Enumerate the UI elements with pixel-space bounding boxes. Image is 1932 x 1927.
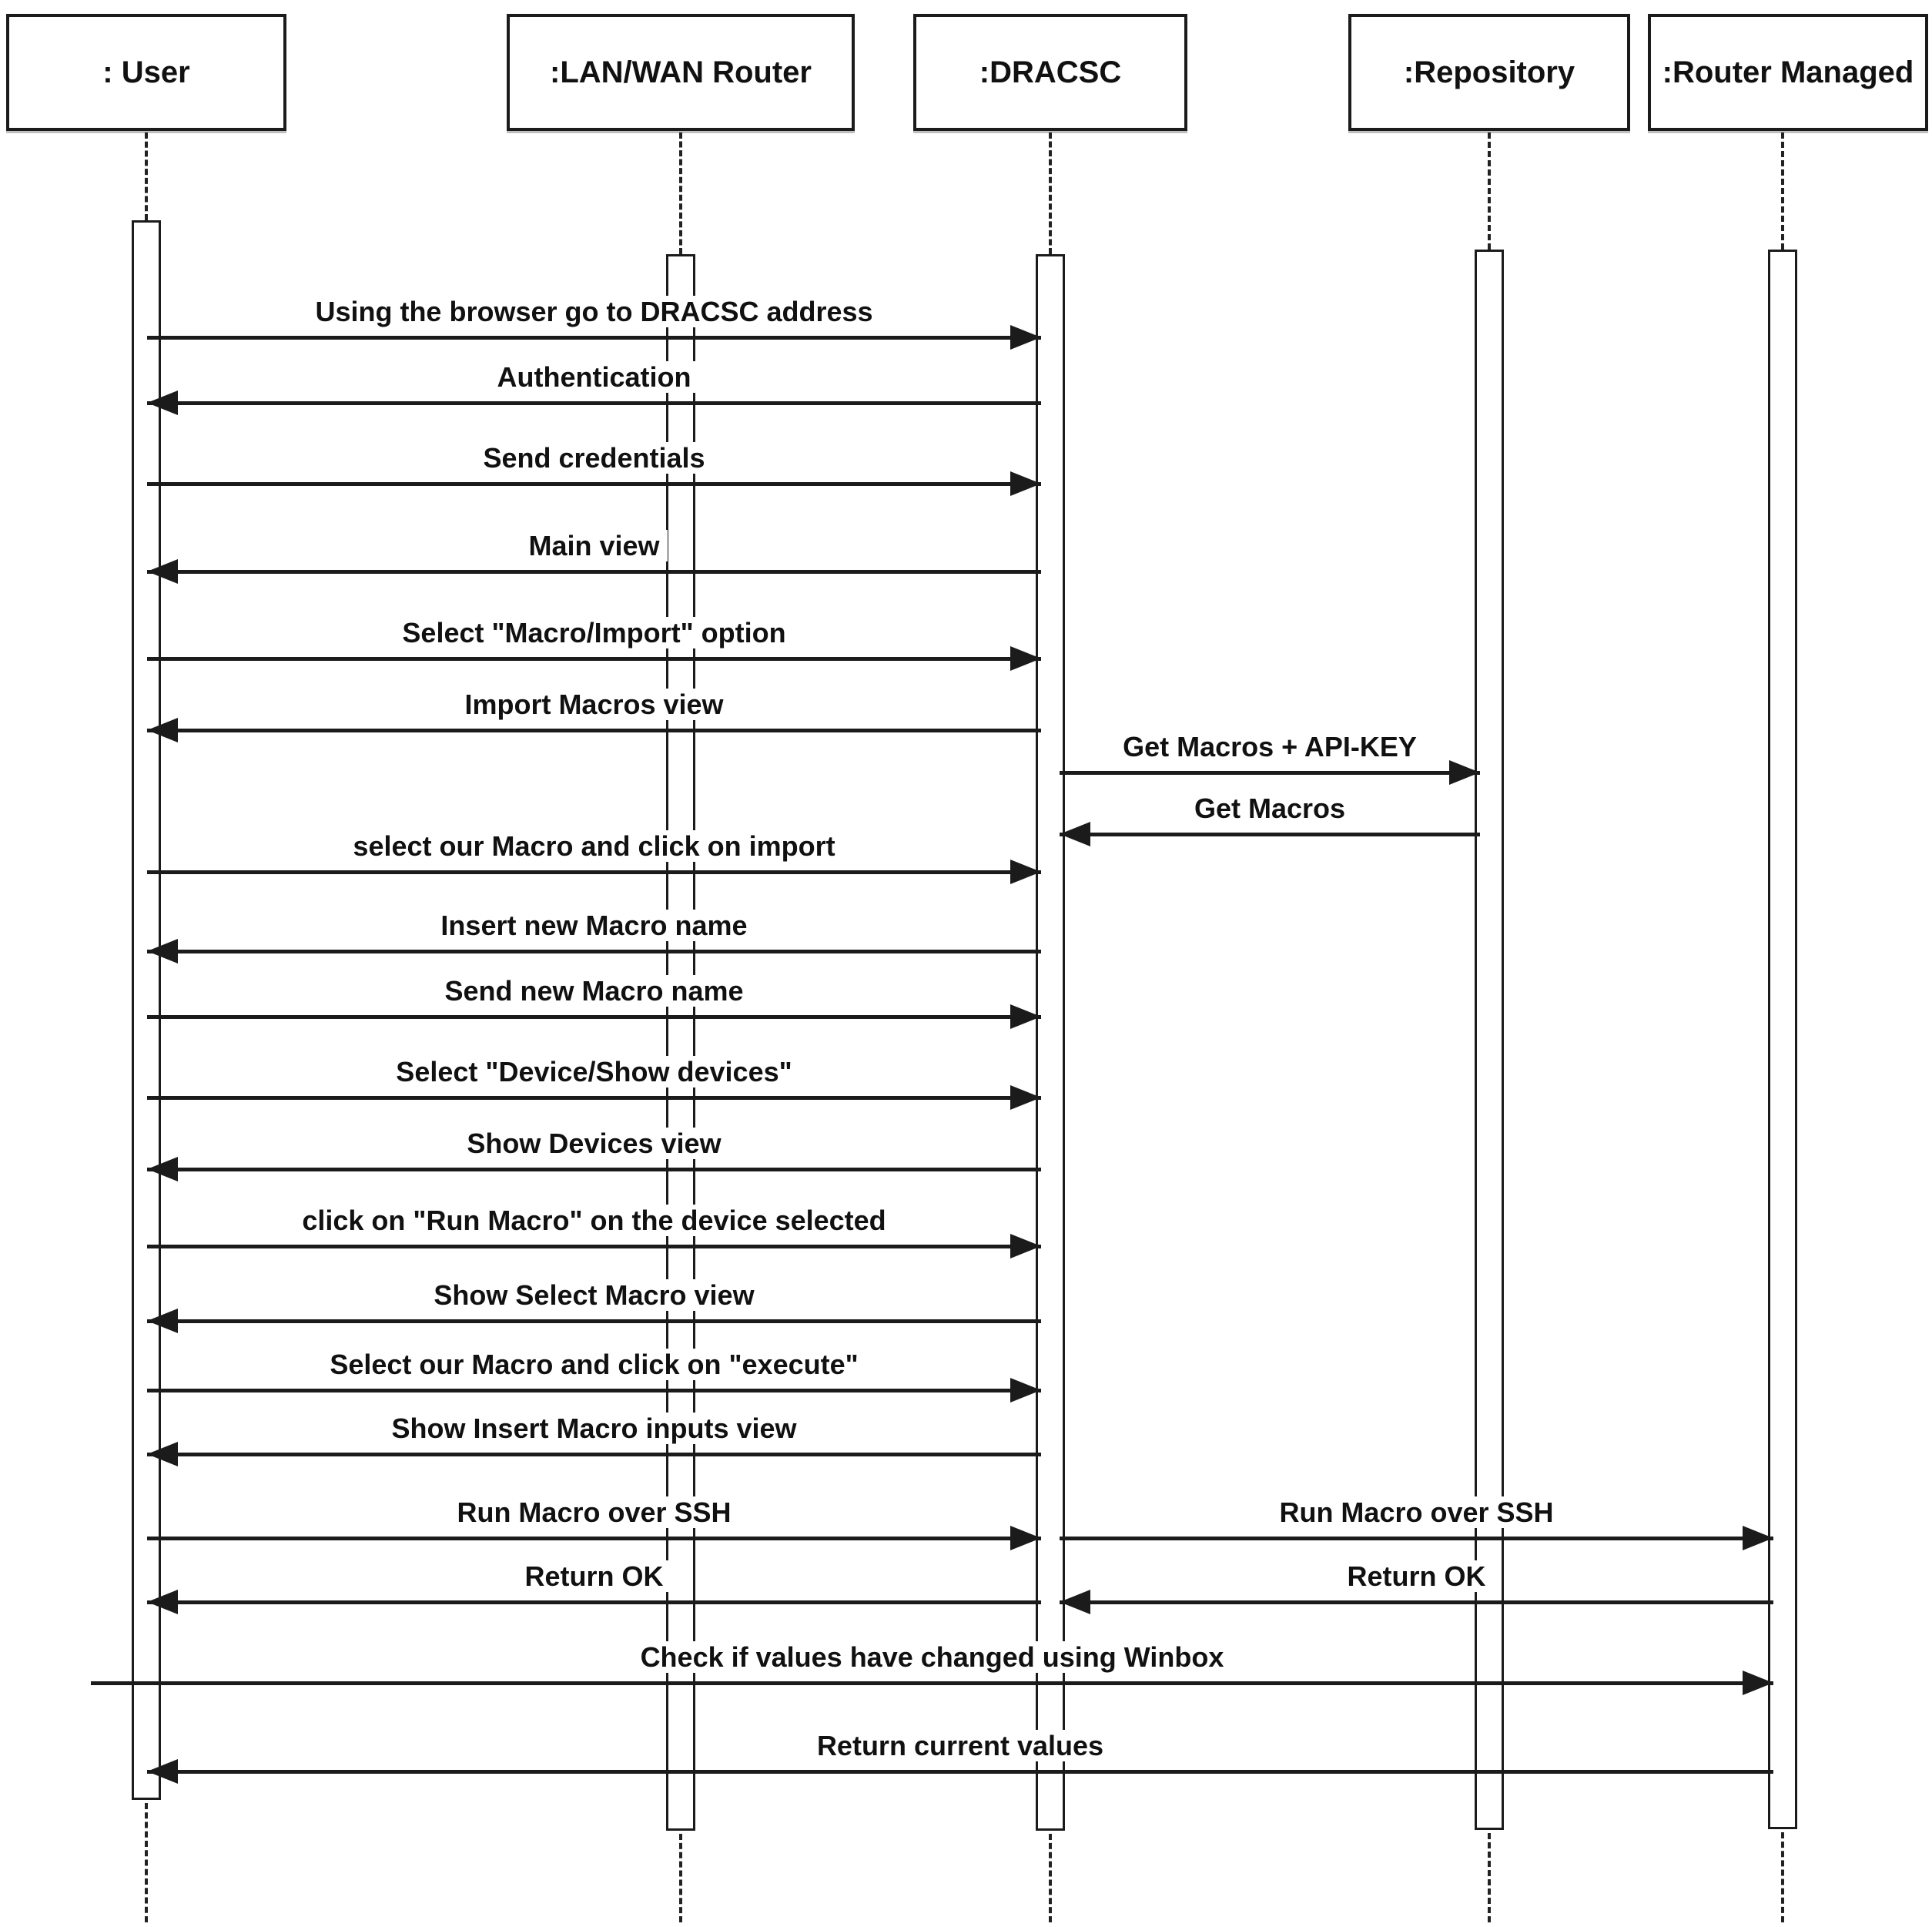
message-arrow-line [1060, 1537, 1773, 1540]
arrowhead-icon [147, 390, 178, 415]
message-arrow-line [147, 1096, 1041, 1100]
participant-label: : User [102, 55, 190, 89]
message-label: Send new Macro name [437, 975, 752, 1007]
message-label: Run Macro over SSH [1271, 1496, 1562, 1529]
lifeline-bottom-user [145, 1803, 148, 1922]
message-arrow-line [147, 1168, 1041, 1171]
arrowhead-icon [1743, 1671, 1773, 1695]
lifeline-bottom-router_managed [1781, 1832, 1784, 1922]
message-label: select our Macro and click on import [345, 830, 843, 863]
arrowhead-icon [1060, 1590, 1090, 1614]
message-label: Run Macro over SSH [449, 1496, 739, 1529]
arrowhead-icon [1010, 1234, 1041, 1258]
message-label: Send credentials [475, 442, 713, 474]
participant-label: :DRACSC [979, 55, 1122, 89]
arrowhead-icon [147, 1157, 178, 1181]
arrowhead-icon [147, 1442, 178, 1466]
lifeline-top-router_managed [1781, 132, 1784, 250]
activation-bar-router_managed [1768, 250, 1797, 1829]
message-arrow-line [147, 1770, 1773, 1774]
message-label: Authentication [489, 361, 699, 394]
arrowhead-icon [147, 1309, 178, 1333]
participant-label: :Router Managed [1662, 55, 1914, 89]
message-arrow-line [147, 657, 1041, 661]
lifeline-bottom-lanwan [679, 1834, 682, 1922]
participant-box-router_managed: :Router Managed [1648, 14, 1928, 131]
message-arrow-line [1060, 1600, 1773, 1604]
message-label: Show Insert Macro inputs view [383, 1413, 805, 1445]
participant-label: :Repository [1403, 55, 1575, 89]
message-label: Get Macros [1186, 793, 1354, 825]
message-arrow-line [91, 1681, 1773, 1685]
message-arrow-line [147, 401, 1041, 405]
participant-box-repository: :Repository [1348, 14, 1630, 131]
message-label: Return OK [1339, 1560, 1494, 1593]
arrowhead-icon [147, 1759, 178, 1784]
participant-box-user: : User [6, 14, 286, 131]
message-arrow-line [1060, 771, 1480, 775]
arrowhead-icon [1449, 760, 1480, 785]
arrowhead-icon [147, 939, 178, 964]
message-label: Main view [521, 530, 668, 562]
activation-bar-dracsc [1036, 254, 1065, 1831]
participant-box-dracsc: :DRACSC [913, 14, 1187, 131]
arrowhead-icon [1060, 822, 1090, 846]
arrowhead-icon [1010, 646, 1041, 671]
lifeline-top-user [145, 132, 148, 220]
message-arrow-line [147, 336, 1041, 340]
arrowhead-icon [147, 718, 178, 742]
lifeline-top-repository [1488, 132, 1491, 250]
participant-label: :LAN/WAN Router [550, 55, 812, 89]
message-arrow-line [147, 1389, 1041, 1392]
message-label: Import Macros view [457, 689, 732, 721]
arrowhead-icon [1743, 1526, 1773, 1550]
message-arrow-line [147, 482, 1041, 486]
arrowhead-icon [147, 1590, 178, 1614]
message-arrow-line [147, 950, 1041, 953]
message-arrow-line [147, 1245, 1041, 1248]
message-label: Select "Macro/Import" option [394, 617, 794, 649]
activation-bar-user [132, 220, 161, 1800]
message-arrow-line [147, 1319, 1041, 1323]
message-label: Return current values [809, 1730, 1112, 1762]
arrowhead-icon [1010, 325, 1041, 350]
lifeline-bottom-dracsc [1049, 1834, 1052, 1922]
message-arrow-line [147, 1453, 1041, 1456]
activation-bar-lanwan [666, 254, 695, 1831]
lifeline-top-lanwan [679, 132, 682, 254]
message-label: Insert new Macro name [433, 910, 755, 942]
message-label: Using the browser go to DRACSC address [307, 296, 881, 328]
arrowhead-icon [1010, 1526, 1041, 1550]
message-label: Show Devices view [459, 1128, 729, 1160]
message-label: click on "Run Macro" on the device selec… [294, 1205, 894, 1237]
lifeline-top-dracsc [1049, 132, 1052, 254]
message-arrow-line [147, 729, 1041, 732]
message-label: Get Macros + API-KEY [1115, 731, 1425, 763]
message-arrow-line [147, 1537, 1041, 1540]
message-arrow-line [147, 870, 1041, 874]
message-label: Show Select Macro view [426, 1279, 762, 1312]
message-label: Select "Device/Show devices" [388, 1056, 800, 1088]
arrowhead-icon [1010, 471, 1041, 496]
message-arrow-line [147, 570, 1041, 574]
arrowhead-icon [1010, 1085, 1041, 1110]
message-arrow-line [147, 1015, 1041, 1019]
message-label: Select our Macro and click on "execute" [322, 1349, 866, 1381]
lifeline-bottom-repository [1488, 1833, 1491, 1922]
arrowhead-icon [1010, 860, 1041, 884]
message-label: Check if values have changed using Winbo… [632, 1641, 1232, 1674]
message-label: Return OK [517, 1560, 671, 1593]
message-arrow-line [147, 1600, 1041, 1604]
arrowhead-icon [1010, 1004, 1041, 1029]
arrowhead-icon [147, 559, 178, 584]
message-arrow-line [1060, 833, 1480, 836]
arrowhead-icon [1010, 1378, 1041, 1403]
participant-box-lanwan: :LAN/WAN Router [507, 14, 855, 131]
activation-bar-repository [1475, 250, 1504, 1830]
